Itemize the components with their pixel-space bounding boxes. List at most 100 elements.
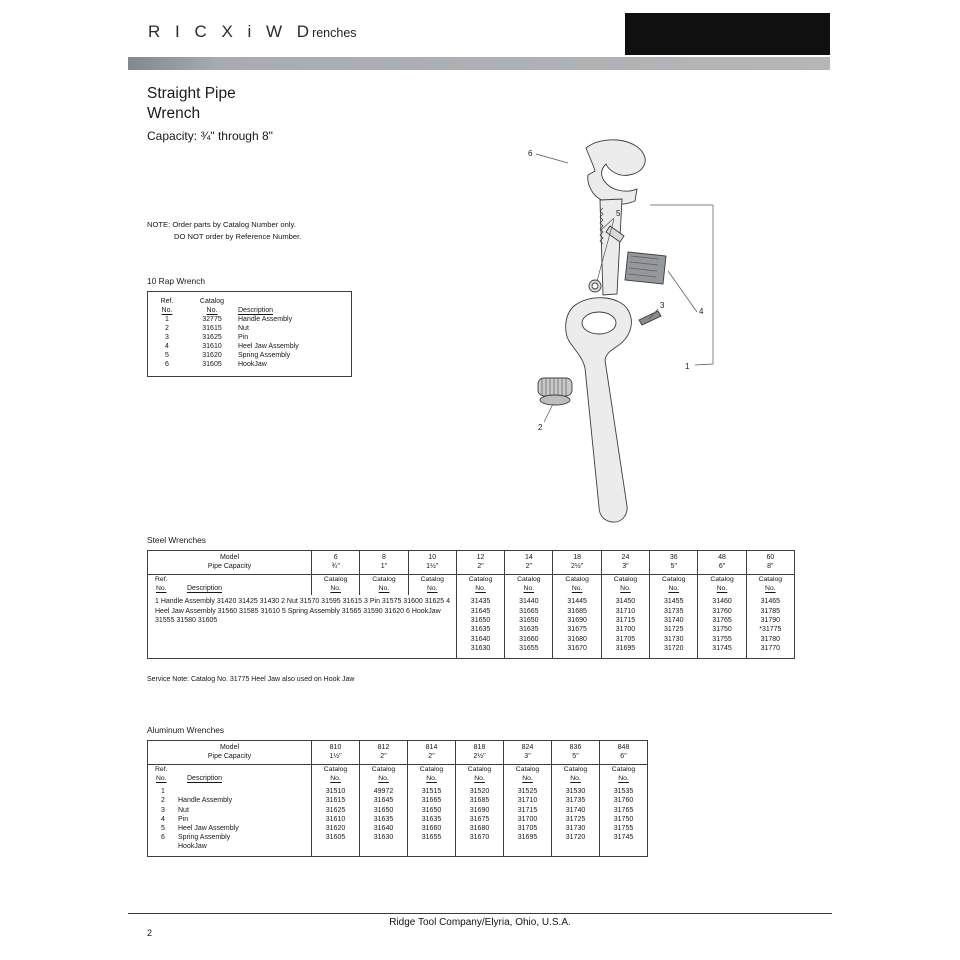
- callout-5: 5: [616, 209, 621, 218]
- title-line-1: Straight Pipe: [147, 85, 236, 102]
- catalog-page: R I C X i W Drenches Straight Pipe Wrenc…: [128, 0, 832, 960]
- section-title: renches: [312, 26, 357, 40]
- aluminum-wrenches-heading: Aluminum Wrenches: [147, 725, 225, 735]
- nut-shape: [537, 377, 573, 397]
- ref-header: Ref.: [160, 298, 174, 305]
- description-value: Pin: [238, 334, 249, 341]
- ref-value: 1: [165, 316, 169, 323]
- order-note-line-2: DO NOT order by Reference Number.: [174, 231, 302, 241]
- order-note-line-1: NOTE: Order parts by Catalog Number only…: [147, 220, 296, 229]
- header-black-bar: [625, 13, 830, 55]
- ref-description-header: Ref.No. Description: [155, 766, 223, 782]
- catalog-value: 31610: [202, 343, 222, 350]
- catalog-value: 31620: [202, 352, 222, 359]
- ref-value: 3: [165, 334, 169, 341]
- description-column: Handle Assembly Nut Pin Heel Jaw Assembl…: [178, 797, 239, 851]
- wrench-exploded-diagram: 6 5 3 4 1 2: [528, 139, 714, 523]
- steel-parts-description: 1 Handle Assembly 31420 31425 31430 2 Nu…: [155, 598, 451, 624]
- ref-value: 4: [165, 343, 169, 350]
- steel-wrenches-heading: Steel Wrenches: [147, 535, 206, 545]
- catalog-value: 32775: [202, 316, 222, 323]
- catalog-value: 31605: [202, 361, 222, 368]
- rap-wrench-table: Ref. Catalog No. No. Description 1 32775…: [147, 291, 352, 377]
- ref-value: 2: [165, 325, 169, 332]
- catalog-no-header: No.: [206, 307, 218, 314]
- service-note: Service Note: Catalog No. 31775 Heel Jaw…: [147, 676, 355, 683]
- header-bar: R I C X i W Drenches: [148, 22, 357, 42]
- page-title: Straight Pipe Wrench Capacity: ¾" throug…: [147, 84, 273, 145]
- description-value: Spring Assembly: [238, 352, 291, 359]
- callout-1: 1: [685, 362, 690, 371]
- hook-jaw-shape: [585, 139, 646, 205]
- brand-logo: R I C X i W D: [148, 22, 315, 41]
- footer-company: Ridge Tool Company/Elyria, Ohio, U.S.A.: [389, 917, 571, 928]
- title-line-2: Wrench: [147, 105, 201, 123]
- callout-6: 6: [528, 149, 533, 158]
- footer-divider: [128, 913, 832, 914]
- rap-wrench-heading: 10 Rap Wrench: [147, 276, 206, 286]
- ref-description-header: Ref.No. Description: [155, 576, 223, 592]
- header-gray-divider: [128, 57, 830, 70]
- ref-value: 5: [165, 352, 169, 359]
- description-value: HookJaw: [238, 361, 267, 368]
- callout-2: 2: [538, 423, 543, 432]
- catalog-value: 31615: [202, 325, 222, 332]
- description-value: Heel Jaw Assembly: [238, 343, 299, 350]
- page-number: 2: [147, 928, 153, 938]
- order-note: NOTE: Order parts by Catalog Number only…: [147, 219, 301, 243]
